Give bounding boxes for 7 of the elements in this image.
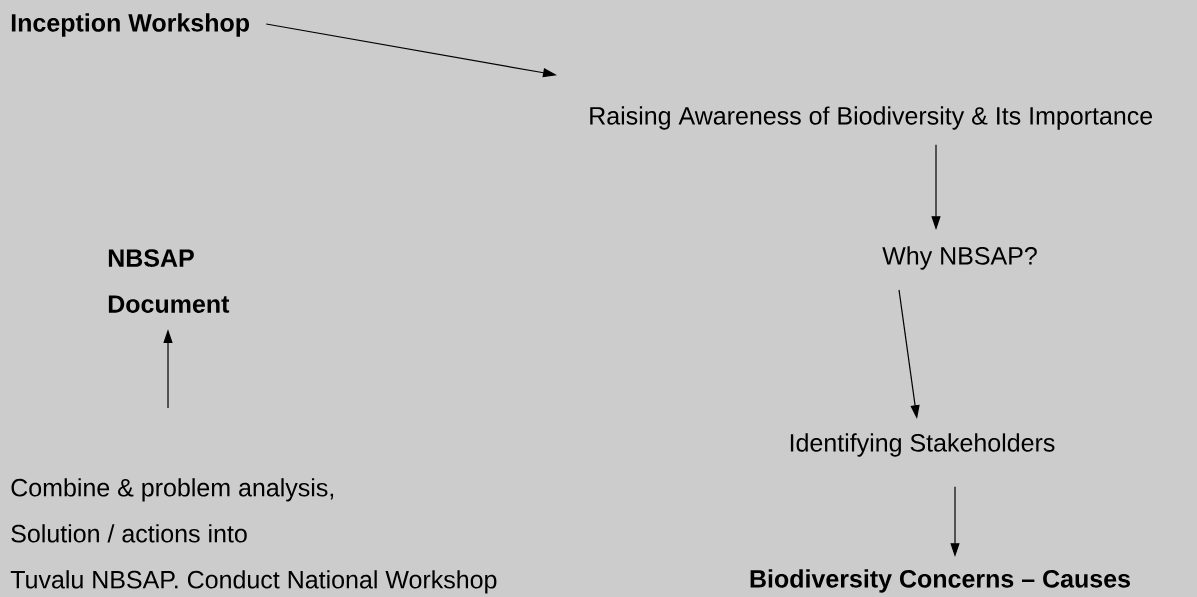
- step-text: Biodiversity Concerns – Causes: [750, 569, 1130, 593]
- step-text: NBSAP Document: [108, 249, 230, 313]
- step-text: Raising Awareness of Biodiversity & Its Importance: [590, 106, 1153, 130]
- step-text: Inception Workshop: [11, 13, 249, 37]
- step-text: Identifying Stakeholders: [790, 433, 1055, 457]
- step-text: Combine & problem analysis, Solution / actions into Tuvalu NBSAP. Conduct National Workshop: [10, 478, 497, 594]
- step-text: Why NBSAP?: [882, 246, 1037, 270]
